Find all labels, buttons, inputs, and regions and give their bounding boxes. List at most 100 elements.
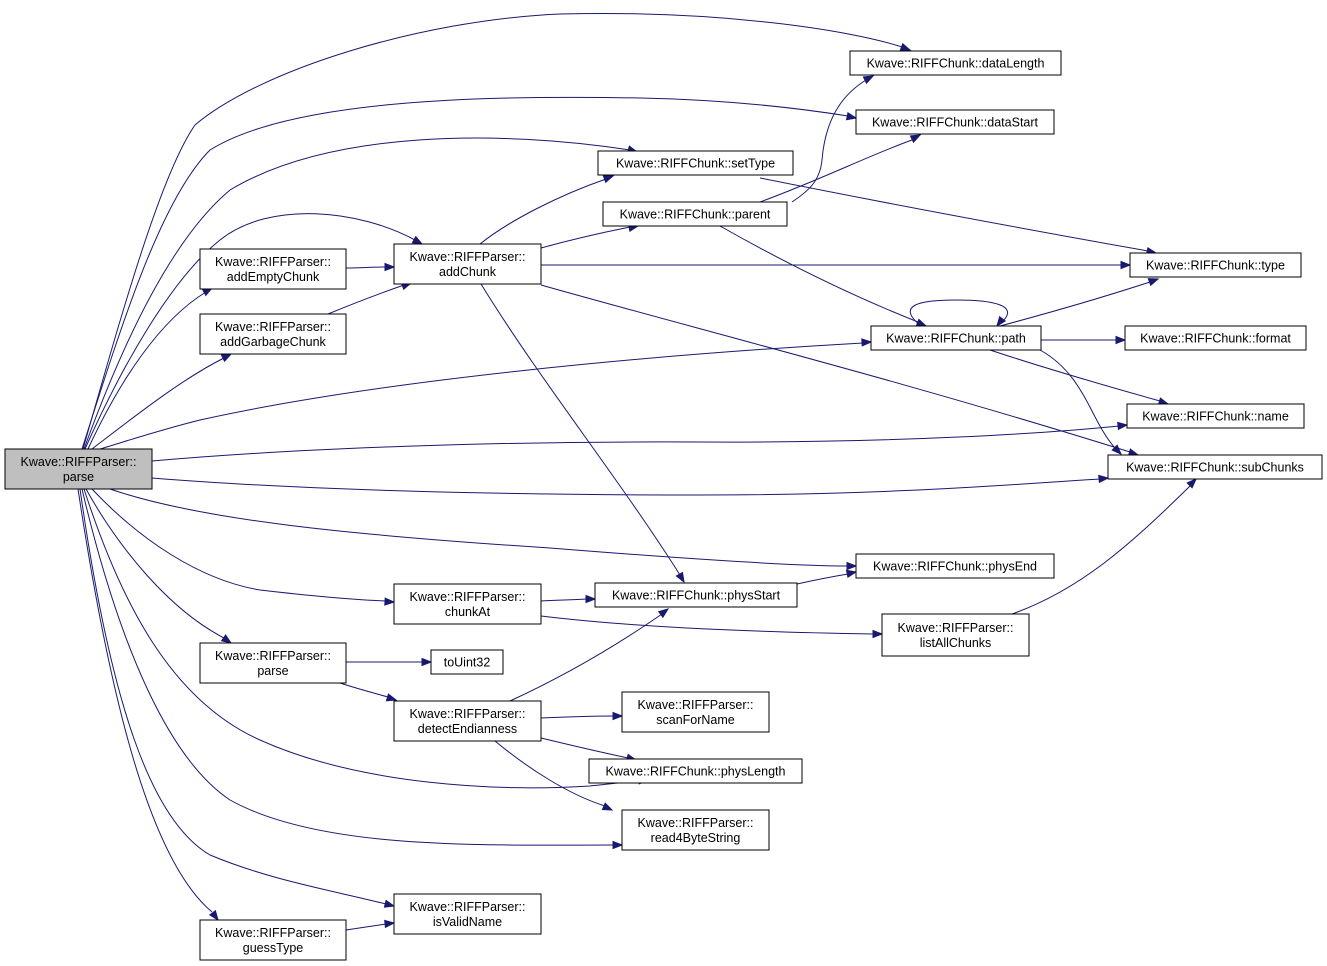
node-label: Kwave::RIFFChunk::parent	[620, 208, 771, 222]
node-addEmptyChunk[interactable]: Kwave::RIFFParser::addEmptyChunk	[199, 248, 347, 290]
node-parse_root[interactable]: Kwave::RIFFParser::parse	[4, 448, 153, 490]
node-chunkAt[interactable]: Kwave::RIFFParser::chunkAt	[393, 583, 542, 625]
edge-parse_root-to-path	[99, 338, 873, 450]
node-parent[interactable]: Kwave::RIFFChunk::parent	[602, 201, 788, 227]
edge-line	[540, 226, 631, 249]
node-guessType[interactable]: Kwave::RIFFParser::guessType	[199, 919, 347, 961]
node-setType[interactable]: Kwave::RIFFChunk::setType	[597, 150, 794, 176]
node-label: Kwave::RIFFChunk::format	[1140, 332, 1291, 346]
nodes-layer: Kwave::RIFFParser::parseKwave::RIFFParse…	[4, 50, 1323, 961]
node-label: Kwave::RIFFParser::	[638, 698, 754, 712]
edge-line	[540, 598, 588, 602]
edge-line	[480, 283, 681, 576]
edge-parse2-to-toUint32	[346, 657, 433, 667]
node-label: Kwave::RIFFParser::	[410, 590, 526, 604]
node-label: addChunk	[439, 265, 497, 279]
arrowhead	[845, 111, 858, 121]
node-scanForName[interactable]: Kwave::RIFFParser::scanForName	[621, 691, 770, 733]
edge-line	[82, 13, 903, 450]
node-dataLength[interactable]: Kwave::RIFFChunk::dataLength	[849, 50, 1062, 76]
node-label: Kwave::RIFFParser::	[215, 649, 331, 663]
edge-line	[81, 96, 849, 450]
node-listAllChunks[interactable]: Kwave::RIFFParser::listAllChunks	[881, 613, 1030, 657]
node-box	[602, 201, 788, 227]
edge-line	[345, 923, 387, 931]
node-addGarbageChunk[interactable]: Kwave::RIFFParser::addGarbageChunk	[199, 313, 347, 355]
node-box	[855, 553, 1055, 579]
node-read4ByteString[interactable]: Kwave::RIFFParser::read4ByteString	[621, 809, 770, 851]
node-detectEndianness[interactable]: Kwave::RIFFParser::detectEndianness	[393, 700, 542, 742]
node-isValidName[interactable]: Kwave::RIFFParser::isValidName	[393, 893, 542, 935]
arrowhead	[899, 42, 912, 51]
edge-listAllChunks-to-subChunks	[1011, 478, 1197, 615]
edge-line	[759, 177, 1149, 252]
node-box	[199, 919, 347, 961]
node-format[interactable]: Kwave::RIFFChunk::format	[1124, 325, 1307, 351]
node-parse2[interactable]: Kwave::RIFFParser::parse	[199, 642, 347, 684]
edge-parse_root-to-addChunk	[84, 213, 424, 450]
arrowhead	[585, 594, 597, 604]
edge-line	[109, 488, 849, 567]
node-label: Kwave::RIFFParser::	[898, 621, 1014, 635]
node-label: Kwave::RIFFParser::	[215, 320, 331, 334]
node-box	[855, 109, 1055, 135]
edge-parent-to-dataStart	[759, 134, 922, 203]
edge-parse_root-to-subChunks	[151, 474, 1110, 496]
edge-parse_root-to-read4ByteString	[81, 488, 624, 850]
edge-line	[989, 349, 1161, 402]
node-path[interactable]: Kwave::RIFFChunk::path	[870, 325, 1042, 351]
node-addChunk[interactable]: Kwave::RIFFParser::addChunk	[393, 243, 542, 285]
arrowhead	[384, 262, 396, 272]
node-label: parse	[257, 664, 288, 678]
node-label: listAllChunks	[920, 636, 992, 650]
edge-line	[540, 284, 1131, 453]
arrowhead	[872, 629, 884, 639]
node-label: Kwave::RIFFChunk::setType	[616, 157, 775, 171]
node-label: scanForName	[656, 713, 735, 727]
node-label: Kwave::RIFFChunk::physStart	[612, 589, 781, 603]
edge-line	[540, 737, 629, 759]
node-box	[870, 325, 1042, 351]
node-toUint32[interactable]: toUint32	[430, 649, 504, 675]
node-type[interactable]: Kwave::RIFFChunk::type	[1129, 252, 1302, 278]
node-physStart[interactable]: Kwave::RIFFChunk::physStart	[594, 582, 798, 608]
edge-line	[151, 425, 1120, 462]
node-name[interactable]: Kwave::RIFFChunk::name	[1126, 403, 1305, 429]
node-label: Kwave::RIFFParser::	[410, 707, 526, 721]
edge-line	[759, 139, 913, 203]
edge-parse_root-to-dataLength	[82, 13, 912, 450]
edge-line	[84, 213, 416, 450]
arrowhead	[1186, 478, 1197, 489]
node-label: Kwave::RIFFChunk::path	[886, 332, 1026, 346]
edge-parse_root-to-setType	[83, 137, 639, 450]
edge-addChunk-to-setType	[479, 175, 615, 245]
edge-line	[327, 284, 405, 315]
node-box	[621, 691, 770, 733]
node-physLength[interactable]: Kwave::RIFFChunk::physLength	[588, 758, 803, 784]
edge-line	[791, 79, 867, 203]
arrowhead	[846, 561, 858, 571]
node-dataStart[interactable]: Kwave::RIFFChunk::dataStart	[855, 109, 1055, 135]
node-box	[199, 248, 347, 290]
node-box	[621, 809, 770, 851]
edge-physStart-to-physEnd	[796, 569, 858, 585]
edge-chunkAt-to-physStart	[540, 594, 597, 604]
node-subChunks[interactable]: Kwave::RIFFChunk::subChunks	[1107, 454, 1323, 480]
edge-detectEndianness-to-physStart	[509, 608, 670, 702]
arrowhead	[384, 919, 396, 929]
edge-line	[79, 488, 387, 905]
edge-parse_root-to-dataStart	[81, 96, 858, 450]
edge-setType-to-type	[759, 177, 1158, 256]
edge-line	[719, 225, 919, 323]
edge-detectEndianness-to-physLength	[540, 737, 638, 762]
edge-parse_root-to-chunkAt	[91, 488, 396, 606]
node-label: toUint32	[444, 656, 491, 670]
arrowhead	[385, 693, 398, 702]
arrowhead	[1115, 335, 1127, 345]
node-physEnd[interactable]: Kwave::RIFFChunk::physEnd	[855, 553, 1055, 579]
node-box	[594, 582, 798, 608]
node-box	[597, 150, 794, 176]
edge-line	[339, 682, 389, 698]
edge-line	[345, 266, 387, 269]
